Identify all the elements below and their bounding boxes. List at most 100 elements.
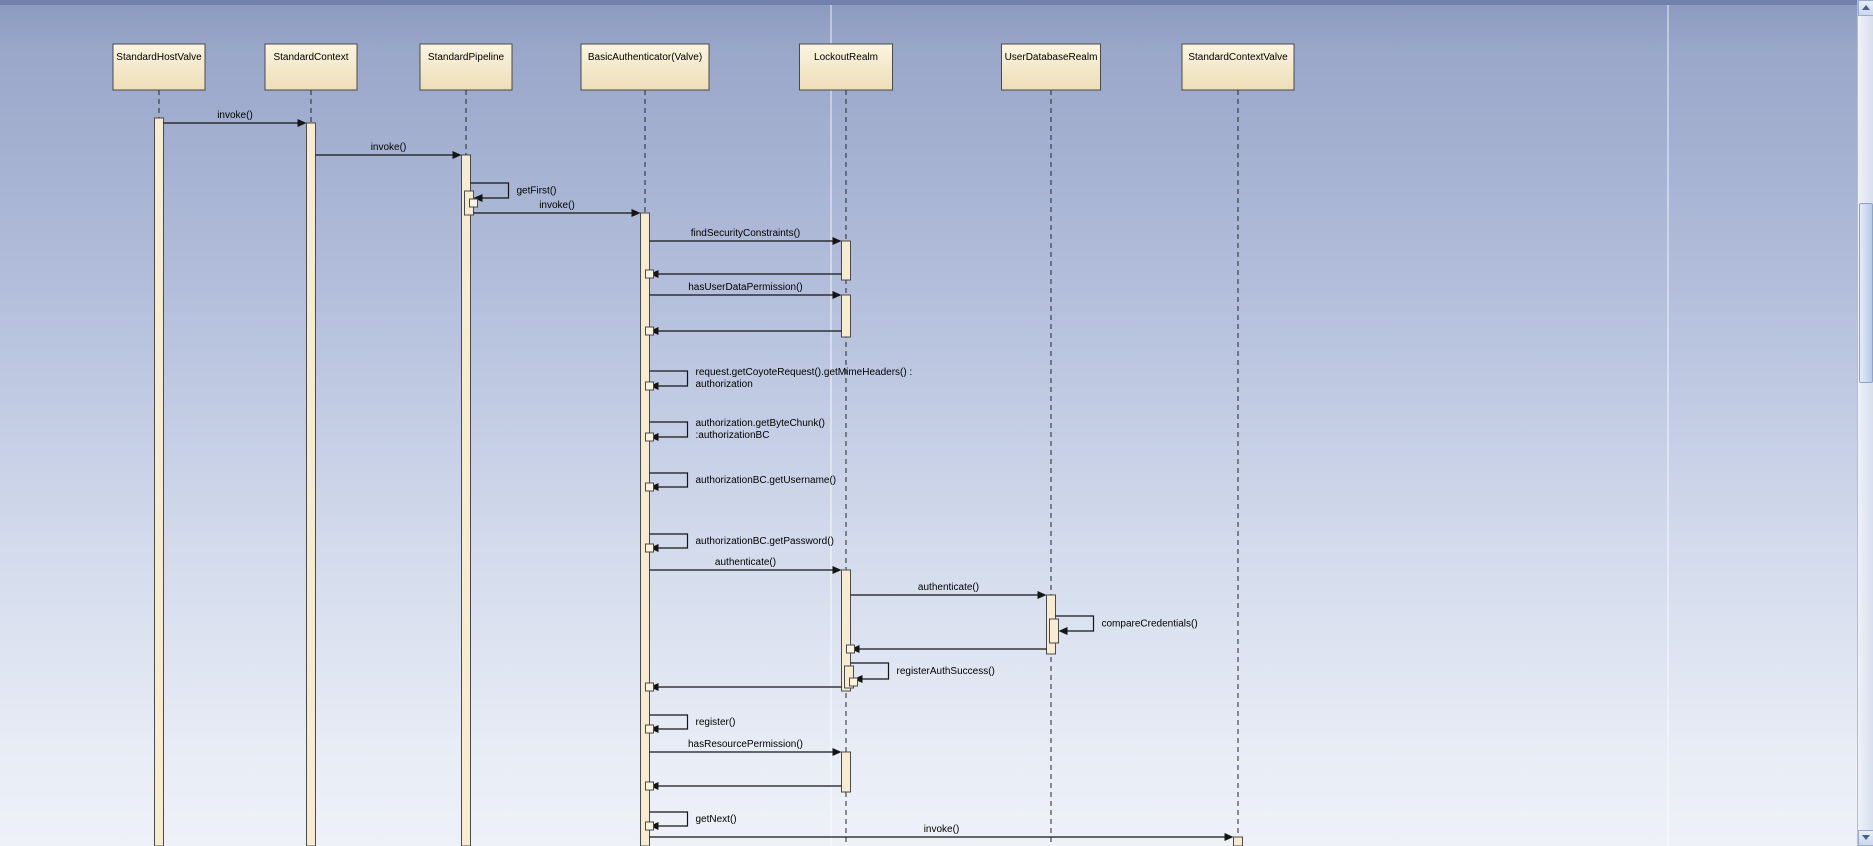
arrowhead-icon [631, 209, 641, 217]
message-label: hasResourcePermission() [688, 739, 803, 750]
self-message-line [649, 472, 689, 488]
message-label: register() [696, 717, 736, 728]
arrowhead-icon [452, 151, 462, 159]
activation-bar [1049, 618, 1059, 644]
return-marker [645, 724, 654, 734]
lifeline-head-1 [264, 43, 358, 91]
return-marker [469, 198, 478, 208]
scroll-up-button[interactable] [1858, 0, 1873, 16]
activation-bar [306, 122, 316, 846]
self-message-line [1055, 615, 1095, 632]
return-marker [645, 543, 654, 553]
canvas-top-border [0, 0, 1873, 5]
return-marker [645, 381, 654, 391]
message-call-0: invoke() [163, 110, 307, 127]
message-self-18: register() [649, 714, 736, 733]
message-call-19: hasResourcePermission() [649, 739, 842, 756]
message-label: authorization [696, 379, 753, 390]
message-label: findSecurityConstraints() [691, 228, 800, 239]
arrow-up-icon [1862, 5, 1870, 10]
arrowhead-icon [832, 748, 842, 756]
message-call-6: hasUserDataPermission() [649, 282, 842, 299]
arrowhead-icon [1058, 627, 1068, 635]
message-label: invoke() [539, 200, 575, 211]
message-label: compareCredentials() [1102, 619, 1198, 630]
self-message-line [649, 811, 689, 827]
activation-bar [841, 569, 851, 692]
message-label: :authorizationBC [696, 430, 770, 441]
self-message-line [649, 714, 689, 730]
return-marker [645, 682, 654, 692]
message-self-9: authorization.getByteChunk():authorizati… [649, 418, 826, 441]
activation-bar [154, 117, 164, 846]
activation-bar [841, 294, 851, 338]
lifeline-name: StandardPipeline [428, 52, 505, 63]
return-marker [645, 432, 654, 442]
message-call-4: findSecurityConstraints() [649, 228, 842, 245]
arrowhead-icon [297, 119, 307, 127]
return-marker [645, 821, 654, 831]
arrow-down-icon [1862, 835, 1870, 840]
activation-bar [841, 240, 851, 281]
activation-bar [1233, 836, 1243, 846]
activation-bar [640, 212, 650, 846]
message-self-10: authorizationBC.getUsername() [649, 472, 837, 491]
return-marker [645, 482, 654, 492]
message-label: getNext() [696, 814, 737, 825]
message-call-13: authenticate() [850, 582, 1047, 599]
message-label: authorizationBC.getPassword() [696, 536, 834, 547]
activation-bar [844, 665, 854, 689]
lifeline-head-6 [1181, 43, 1295, 91]
arrowhead-icon [1224, 833, 1234, 841]
scroll-down-button[interactable] [1858, 830, 1873, 846]
return-marker [645, 269, 654, 279]
message-self-16: registerAuthSuccess() [850, 662, 995, 683]
vertical-scrollbar[interactable] [1857, 0, 1873, 846]
message-label: authorizationBC.getUsername() [696, 475, 837, 486]
message-return-5 [649, 270, 842, 278]
lifeline-name: StandardContextValve [1188, 52, 1288, 63]
arrowhead-icon [832, 566, 842, 574]
message-return-17 [649, 683, 842, 691]
lifeline-head-2 [419, 43, 513, 91]
message-self-8: request.getCoyoteRequest().getMimeHeader… [649, 367, 913, 390]
scrollbar-thumb[interactable] [1859, 203, 1873, 383]
self-message-line [470, 182, 510, 199]
arrowhead-icon [832, 291, 842, 299]
self-message-line [649, 421, 689, 438]
return-marker [645, 326, 654, 336]
message-call-1: invoke() [315, 142, 462, 159]
message-label: authorization.getByteChunk() [696, 418, 826, 429]
message-return-7 [649, 327, 842, 335]
message-label: request.getCoyoteRequest().getMimeHeader… [696, 367, 913, 378]
lifeline-name: StandardHostValve [116, 52, 202, 63]
lifeline-name: BasicAuthenticator(Valve) [588, 52, 702, 63]
self-message-line [649, 533, 689, 549]
message-self-14: compareCredentials() [1055, 615, 1198, 635]
lifeline-head-3 [580, 43, 710, 91]
arrowhead-icon [473, 194, 483, 202]
message-label: getFirst() [517, 186, 557, 197]
message-call-22: invoke() [649, 824, 1234, 841]
return-marker [849, 677, 858, 687]
message-label: invoke() [924, 824, 960, 835]
self-message-line [850, 662, 890, 680]
message-return-15 [850, 645, 1047, 653]
self-message-line [649, 370, 689, 387]
message-self-21: getNext() [649, 811, 737, 830]
lifeline-name: LockoutRealm [814, 52, 878, 63]
message-label: authenticate() [918, 582, 979, 593]
lifeline-head-5 [1001, 43, 1101, 91]
lifeline-head-0 [112, 43, 206, 91]
message-self-11: authorizationBC.getPassword() [649, 533, 834, 552]
message-label: authenticate() [715, 557, 776, 568]
message-call-3: invoke() [473, 200, 641, 217]
message-label: invoke() [217, 110, 253, 121]
lifeline-name: StandardContext [273, 52, 348, 63]
lifeline-head-4 [799, 43, 893, 91]
return-marker [846, 644, 855, 654]
activation-bar [461, 154, 471, 846]
arrowhead-icon [1037, 591, 1047, 599]
